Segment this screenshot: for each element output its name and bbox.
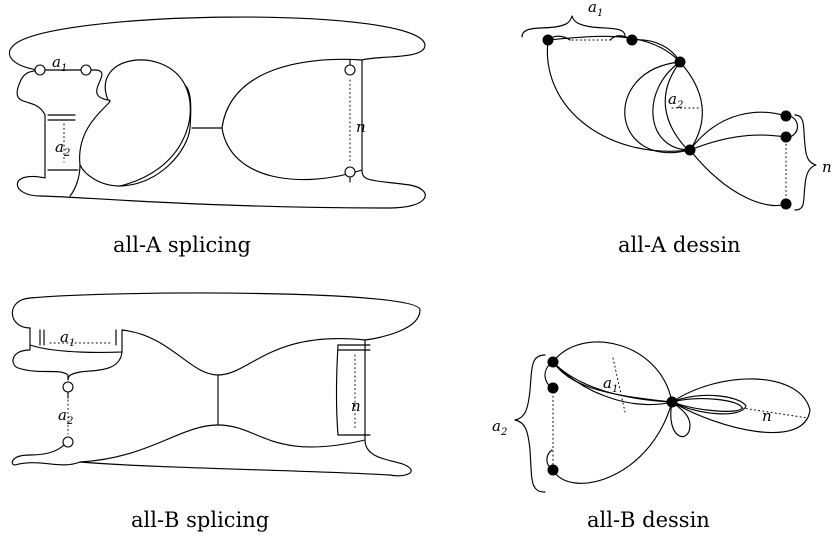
svg-text:a: a — [55, 138, 64, 156]
svg-text:1: 1 — [612, 384, 618, 395]
svg-text:2: 2 — [66, 416, 73, 427]
svg-text:n: n — [356, 118, 366, 136]
svg-text:2: 2 — [63, 148, 70, 159]
svg-text:1: 1 — [61, 63, 67, 74]
caption-all-b-splicing: all-B splicing — [131, 508, 269, 532]
svg-text:a: a — [60, 328, 69, 346]
svg-text:n: n — [762, 407, 772, 425]
svg-text:2: 2 — [676, 100, 683, 111]
svg-text:a: a — [492, 417, 501, 435]
caption-all-b-dessin: all-B dessin — [587, 508, 710, 532]
svg-text:n: n — [351, 397, 361, 415]
svg-text:a: a — [603, 374, 612, 392]
svg-text:1: 1 — [597, 8, 603, 19]
svg-text:1: 1 — [69, 338, 75, 349]
svg-text:a: a — [58, 406, 67, 424]
caption-all-a-splicing: all-A splicing — [113, 233, 251, 257]
svg-text:2: 2 — [500, 427, 507, 438]
svg-text:a: a — [588, 0, 597, 16]
svg-text:n: n — [822, 158, 832, 176]
svg-text:a: a — [668, 90, 677, 108]
svg-text:a: a — [52, 53, 61, 71]
caption-all-a-dessin: all-A dessin — [618, 233, 741, 257]
